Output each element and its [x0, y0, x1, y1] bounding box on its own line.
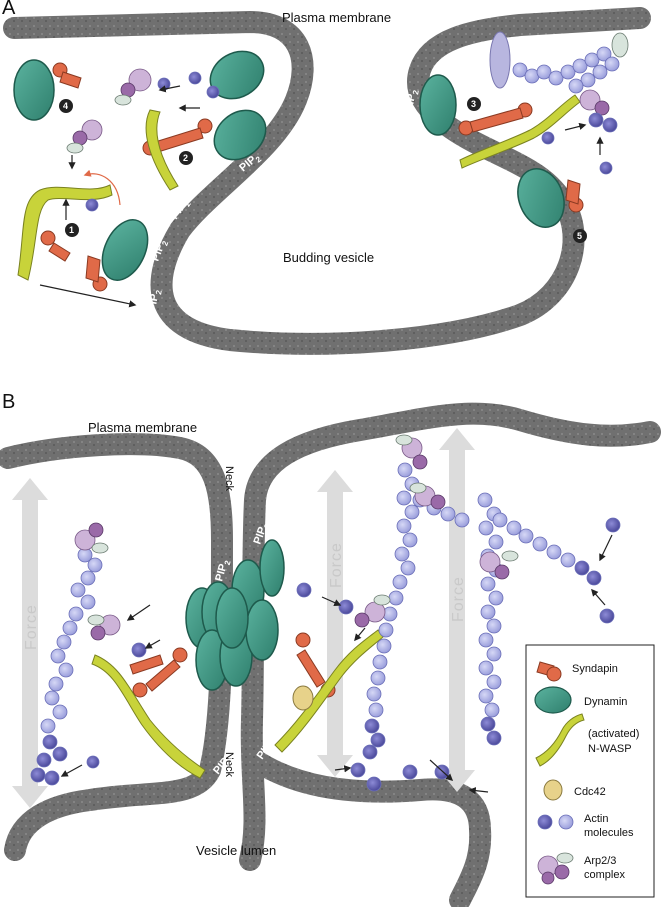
panel-b-force-arrows	[12, 428, 475, 808]
legend-actin-label-1: Actin	[584, 813, 608, 825]
legend: Syndapin Dynamin (activated) N-WASP Cdc4…	[525, 644, 655, 898]
panel-b-cdc42	[292, 685, 314, 711]
panel-b-arp-complexes	[74, 434, 519, 641]
svg-text:PIP2: PIP2	[503, 216, 521, 241]
svg-text:1: 1	[69, 225, 74, 235]
panel-b-vesicle-lumen-label: Vesicle lumen	[196, 843, 276, 858]
cdc42-icon	[543, 779, 563, 801]
panel-a-plasma-membrane-label: Plasma membrane	[282, 10, 391, 25]
legend-nwasp-label-1: (activated)	[588, 728, 639, 740]
panel-a-budding-vesicle-label: Budding vesicle	[283, 250, 374, 265]
svg-text:PIP2: PIP2	[213, 558, 232, 584]
svg-text:4: 4	[63, 101, 68, 111]
panel-b-membrane-right	[239, 402, 661, 871]
panel-a-syndapins	[40, 62, 584, 292]
panel-a-arrows	[39, 85, 604, 308]
syndapin-icon	[536, 661, 562, 682]
panel-b-arrows	[60, 534, 613, 795]
svg-text:PIP2: PIP2	[146, 288, 164, 313]
panel-a-arp-clusters	[66, 32, 629, 154]
legend-dynamin-label: Dynamin	[584, 696, 627, 708]
panel-b-nwasp	[91, 629, 384, 779]
legend-actin-label-2: molecules	[584, 827, 634, 839]
panel-b-force-label-2: Force	[328, 542, 345, 588]
svg-text:PIP2: PIP2	[403, 88, 421, 113]
panel-b-neck-top-label: Neck	[223, 466, 235, 492]
panel-a-step-markers: 1 2 3 4 5	[59, 97, 587, 243]
nwasp-icon	[535, 713, 585, 767]
panel-a-dynamins	[13, 31, 565, 281]
legend-arp23-label-2: complex	[584, 869, 625, 881]
dynamin-icon	[534, 686, 572, 714]
panel-a-actin-filament	[85, 46, 620, 212]
legend-cdc42-label: Cdc42	[574, 786, 606, 798]
legend-arp23-label-1: Arp2/3	[584, 855, 616, 867]
svg-text:2: 2	[183, 153, 188, 163]
panel-b-letter: B	[2, 391, 15, 413]
panel-b-force-label-1: Force	[23, 604, 40, 650]
svg-text:3: 3	[471, 99, 476, 109]
svg-text:PIP2: PIP2	[150, 238, 171, 264]
panel-b-plasma-membrane-label: Plasma membrane	[88, 420, 197, 435]
svg-text:5: 5	[577, 231, 582, 241]
panel-b-membrane-bottom	[244, 749, 492, 907]
actin-icon	[537, 814, 574, 830]
legend-nwasp-label-2: N-WASP	[588, 743, 632, 755]
panel-b-neck-bottom-label: Neck	[223, 752, 235, 778]
panel-b-actin-filaments	[30, 462, 621, 792]
arp23-icon	[537, 852, 574, 885]
svg-text:PIP2: PIP2	[252, 521, 273, 547]
panel-b-force-label-3: Force	[450, 576, 467, 622]
legend-syndapin-label: Syndapin	[572, 663, 618, 675]
panel-b-dynamin-ring	[185, 539, 285, 691]
panel-a-letter: A	[2, 0, 16, 19]
